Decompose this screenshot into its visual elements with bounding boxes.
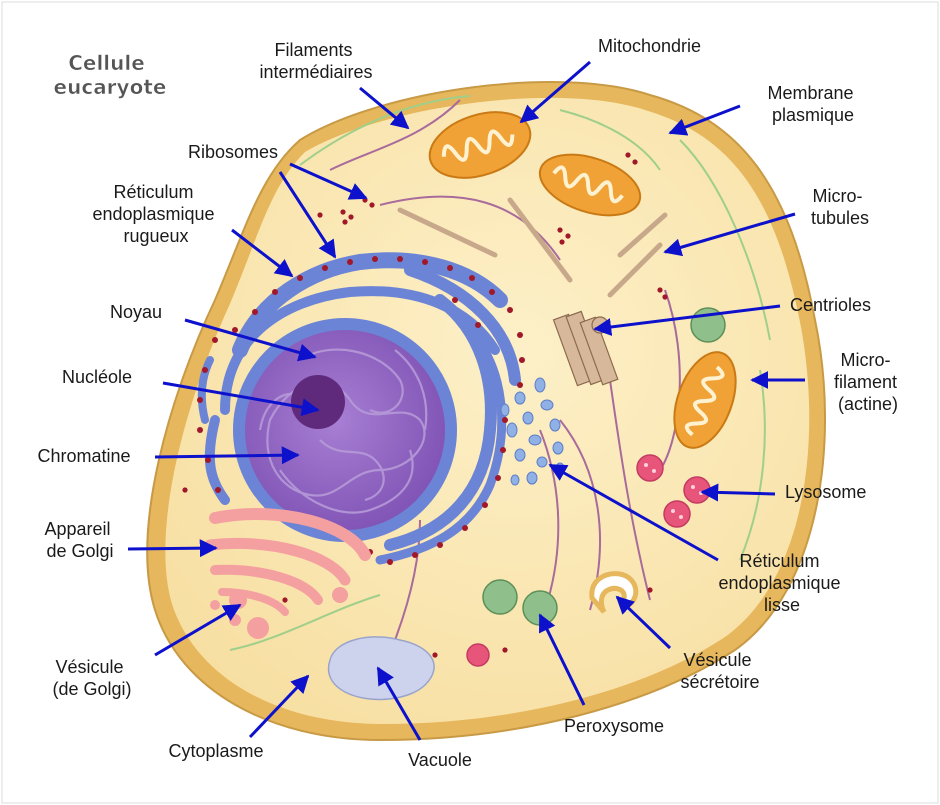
diagram-title: Cellule eucaryote <box>54 51 167 99</box>
arrow-chromatine <box>155 455 298 457</box>
arrow-lysosome <box>702 492 775 494</box>
label-peroxysome: Peroxysome <box>564 716 664 736</box>
label-mitochondrie: Mitochondrie <box>598 36 701 56</box>
label-lysosome: Lysosome <box>785 482 866 502</box>
label-vacuole: Vacuole <box>408 750 472 770</box>
label-cytoplasme: Cytoplasme <box>168 741 263 761</box>
label-chromatine: Chromatine <box>37 446 130 466</box>
label-microfilament: Micro- filament (actine) <box>834 350 902 414</box>
vacuole <box>329 637 435 700</box>
label-ribosomes: Ribosomes <box>188 142 278 162</box>
arrow-golgi <box>128 548 216 549</box>
nucleolus <box>291 375 345 429</box>
label-centrioles: Centrioles <box>790 295 871 315</box>
label-nucleole: Nucléole <box>62 367 132 387</box>
label-noyau: Noyau <box>110 302 162 322</box>
